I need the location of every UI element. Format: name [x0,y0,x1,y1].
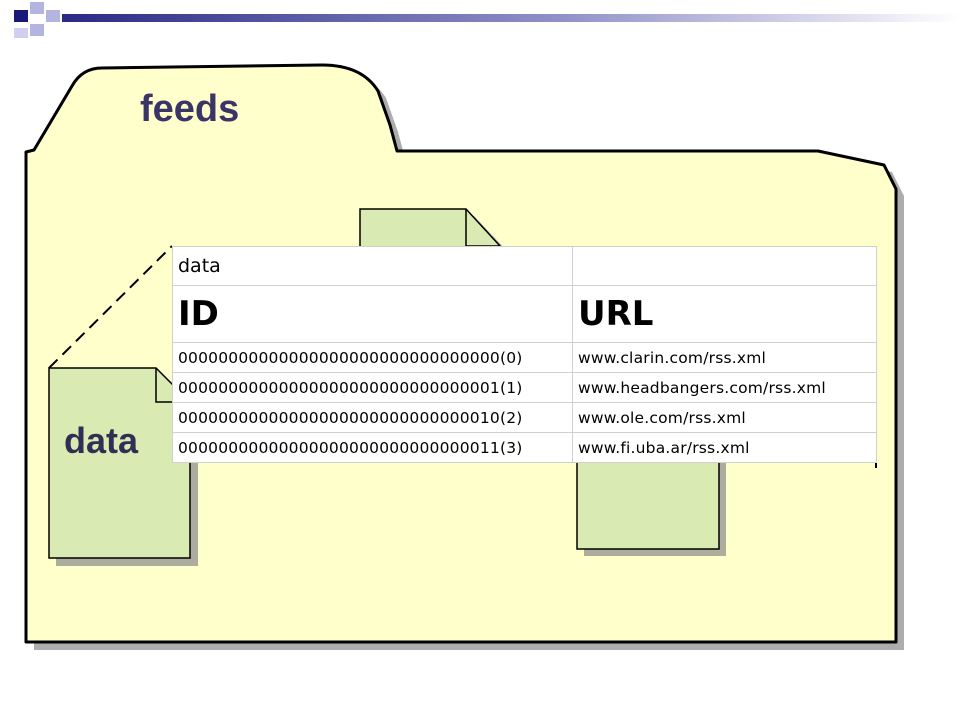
column-header-id: ID [172,285,573,343]
deco-square [46,10,60,22]
cell-url: www.fi.uba.ar/rss.xml [572,432,877,463]
table-row: 00000000000000000000000000000000(0) www.… [172,342,877,373]
deco-square [30,24,44,36]
zoom-dashed-line [48,245,173,369]
cell-id: 00000000000000000000000000000000(0) [172,342,573,373]
table-header-row: ID URL [172,285,877,343]
table-row: 00000000000000000000000000000011(3) www.… [172,432,877,463]
deco-square [14,10,28,22]
table-caption: data [172,246,573,286]
header-gradient-bar [62,14,960,22]
cell-url: www.ole.com/rss.xml [572,402,877,433]
cell-url: www.clarin.com/rss.xml [572,342,877,373]
deco-square [30,2,44,14]
deco-square [14,28,28,38]
cell-id: 00000000000000000000000000000010(2) [172,402,573,433]
table-caption-row: data [172,246,877,286]
front-document [48,367,191,559]
table-row: 00000000000000000000000000000010(2) www.… [172,402,877,433]
folder-title: feeds [140,88,240,130]
cell-id: 00000000000000000000000000000001(1) [172,372,573,403]
data-table: data ID URL 0000000000000000000000000000… [172,246,877,463]
column-header-url: URL [572,285,877,343]
header-decoration [14,2,960,38]
document-title: data [64,420,139,461]
table-row: 00000000000000000000000000000001(1) www.… [172,372,877,403]
table-caption-empty [572,246,877,286]
cell-id: 00000000000000000000000000000011(3) [172,432,573,463]
cell-url: www.headbangers.com/rss.xml [572,372,877,403]
